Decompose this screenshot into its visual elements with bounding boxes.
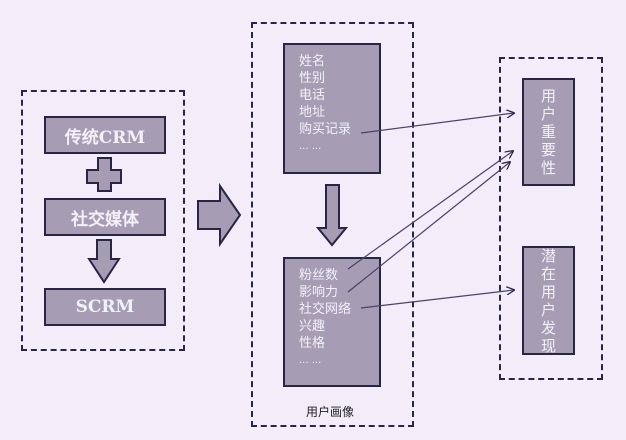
user-profile-caption: 用户画像 <box>306 405 355 419</box>
social-info-item: 性格 <box>299 336 326 351</box>
basic-info-item: 姓名 <box>299 54 326 69</box>
potential-user-discovery-box: 潜 在 用 户 发 现 <box>522 246 575 355</box>
potential-user-char: 现 <box>540 336 556 355</box>
social-media-label: 社交媒体 <box>71 209 139 230</box>
scrm-box: SCRM <box>44 288 166 326</box>
user-importance-char: 户 <box>540 105 556 123</box>
traditional-crm-box: 传统CRM <box>44 116 166 154</box>
potential-user-char: 在 <box>540 264 556 283</box>
user-importance-char: 要 <box>540 141 556 159</box>
social-info-box: 粉丝数 影响力 社交网络 兴趣 性格 ... ... <box>283 257 381 387</box>
potential-user-char: 户 <box>540 300 556 319</box>
social-info-item: 社交网络 <box>299 302 352 317</box>
traditional-crm-label: 传统CRM <box>64 127 146 148</box>
basic-info-item: ... ... <box>299 141 322 152</box>
scrm-group <box>21 90 185 351</box>
basic-info-item: 地址 <box>299 105 326 120</box>
user-importance-box: 用 户 重 要 性 <box>522 78 575 186</box>
basic-info-box: 姓名 性别 电话 地址 购买记录 ... ... <box>283 43 381 174</box>
potential-user-char: 发 <box>540 318 556 337</box>
social-media-box: 社交媒体 <box>44 198 166 236</box>
user-importance-char: 性 <box>540 159 556 177</box>
potential-user-char: 潜 <box>540 246 556 265</box>
basic-info-item: 电话 <box>299 88 326 103</box>
basic-info-item: 购买记录 <box>299 122 352 137</box>
social-info-item: 粉丝数 <box>299 268 339 283</box>
social-info-item: 影响力 <box>299 285 339 300</box>
social-info-item: ... ... <box>299 355 322 366</box>
user-importance-char: 重 <box>540 123 556 141</box>
basic-info-item: 性别 <box>299 71 326 86</box>
social-info-item: 兴趣 <box>299 319 326 334</box>
scrm-label: SCRM <box>75 297 135 317</box>
user-importance-char: 用 <box>540 87 556 105</box>
arrow-right-icon <box>197 182 242 248</box>
potential-user-char: 用 <box>540 282 556 301</box>
